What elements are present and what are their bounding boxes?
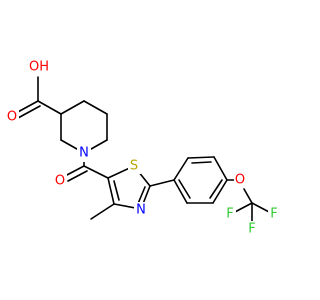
atom-oh: OH <box>29 59 49 75</box>
atom-f3: F <box>246 221 258 237</box>
amide-o-label: O <box>55 174 65 189</box>
thiazole-s-label: S <box>130 159 138 174</box>
bond-ph-1 <box>173 157 189 181</box>
chemical-structure: OH O N O S N O F <box>6 59 280 237</box>
bond-c-f-right <box>251 202 272 214</box>
ether-o-label: O <box>235 173 245 188</box>
atom-f2: F <box>268 206 280 222</box>
f3-label: F <box>248 222 255 237</box>
bond-pip-2 <box>83 100 108 115</box>
atom-n-piperidine: N <box>77 146 91 162</box>
bonds <box>15 76 272 223</box>
bond-ph-3 <box>213 156 228 181</box>
bond-c-o-double-b <box>17 105 41 119</box>
bond-ph-inner-2 <box>209 179 223 199</box>
carboxyl-o-label: O <box>7 110 17 125</box>
atom-o-ether: O <box>234 172 247 188</box>
atom-n-thiazole: N <box>134 202 148 218</box>
thiazole-n-label: N <box>136 203 146 218</box>
bond-pip-1 <box>60 100 85 115</box>
atom-o-amide: O <box>54 173 67 189</box>
bond-carbonyl-o-a <box>64 165 85 177</box>
bond-c-o-double-a <box>15 100 39 114</box>
bond-ph-6 <box>173 179 188 204</box>
bond-o-cf3 <box>243 188 253 204</box>
bond-thz-c4-c5-a <box>107 177 115 205</box>
piperidine-n-label: N <box>79 146 89 161</box>
bond-cooh-ring <box>37 100 62 115</box>
bond-ph-inner-3 <box>178 179 191 199</box>
atom-o-carboxyl: O <box>6 109 19 125</box>
bond-c-f-left <box>232 202 253 214</box>
bond-thz-phenyl <box>149 179 175 187</box>
f1-label: F <box>226 207 233 222</box>
bond-methyl <box>90 203 115 220</box>
bond-ph-4 <box>212 179 228 204</box>
atom-s-thiazole: S <box>128 158 141 174</box>
atom-labels: OH O N O S N O F <box>6 59 280 237</box>
atom-f1: F <box>224 206 236 222</box>
bond-thz-c4-c5-b <box>113 180 120 201</box>
f2-label: F <box>270 207 277 222</box>
bond-ph-inner-1 <box>191 161 212 164</box>
bond-carbonyl-o-b <box>67 170 88 182</box>
oh-label: OH <box>29 60 49 75</box>
bond-ph-2 <box>187 156 215 159</box>
bond-carbonyl-c5 <box>83 165 109 179</box>
